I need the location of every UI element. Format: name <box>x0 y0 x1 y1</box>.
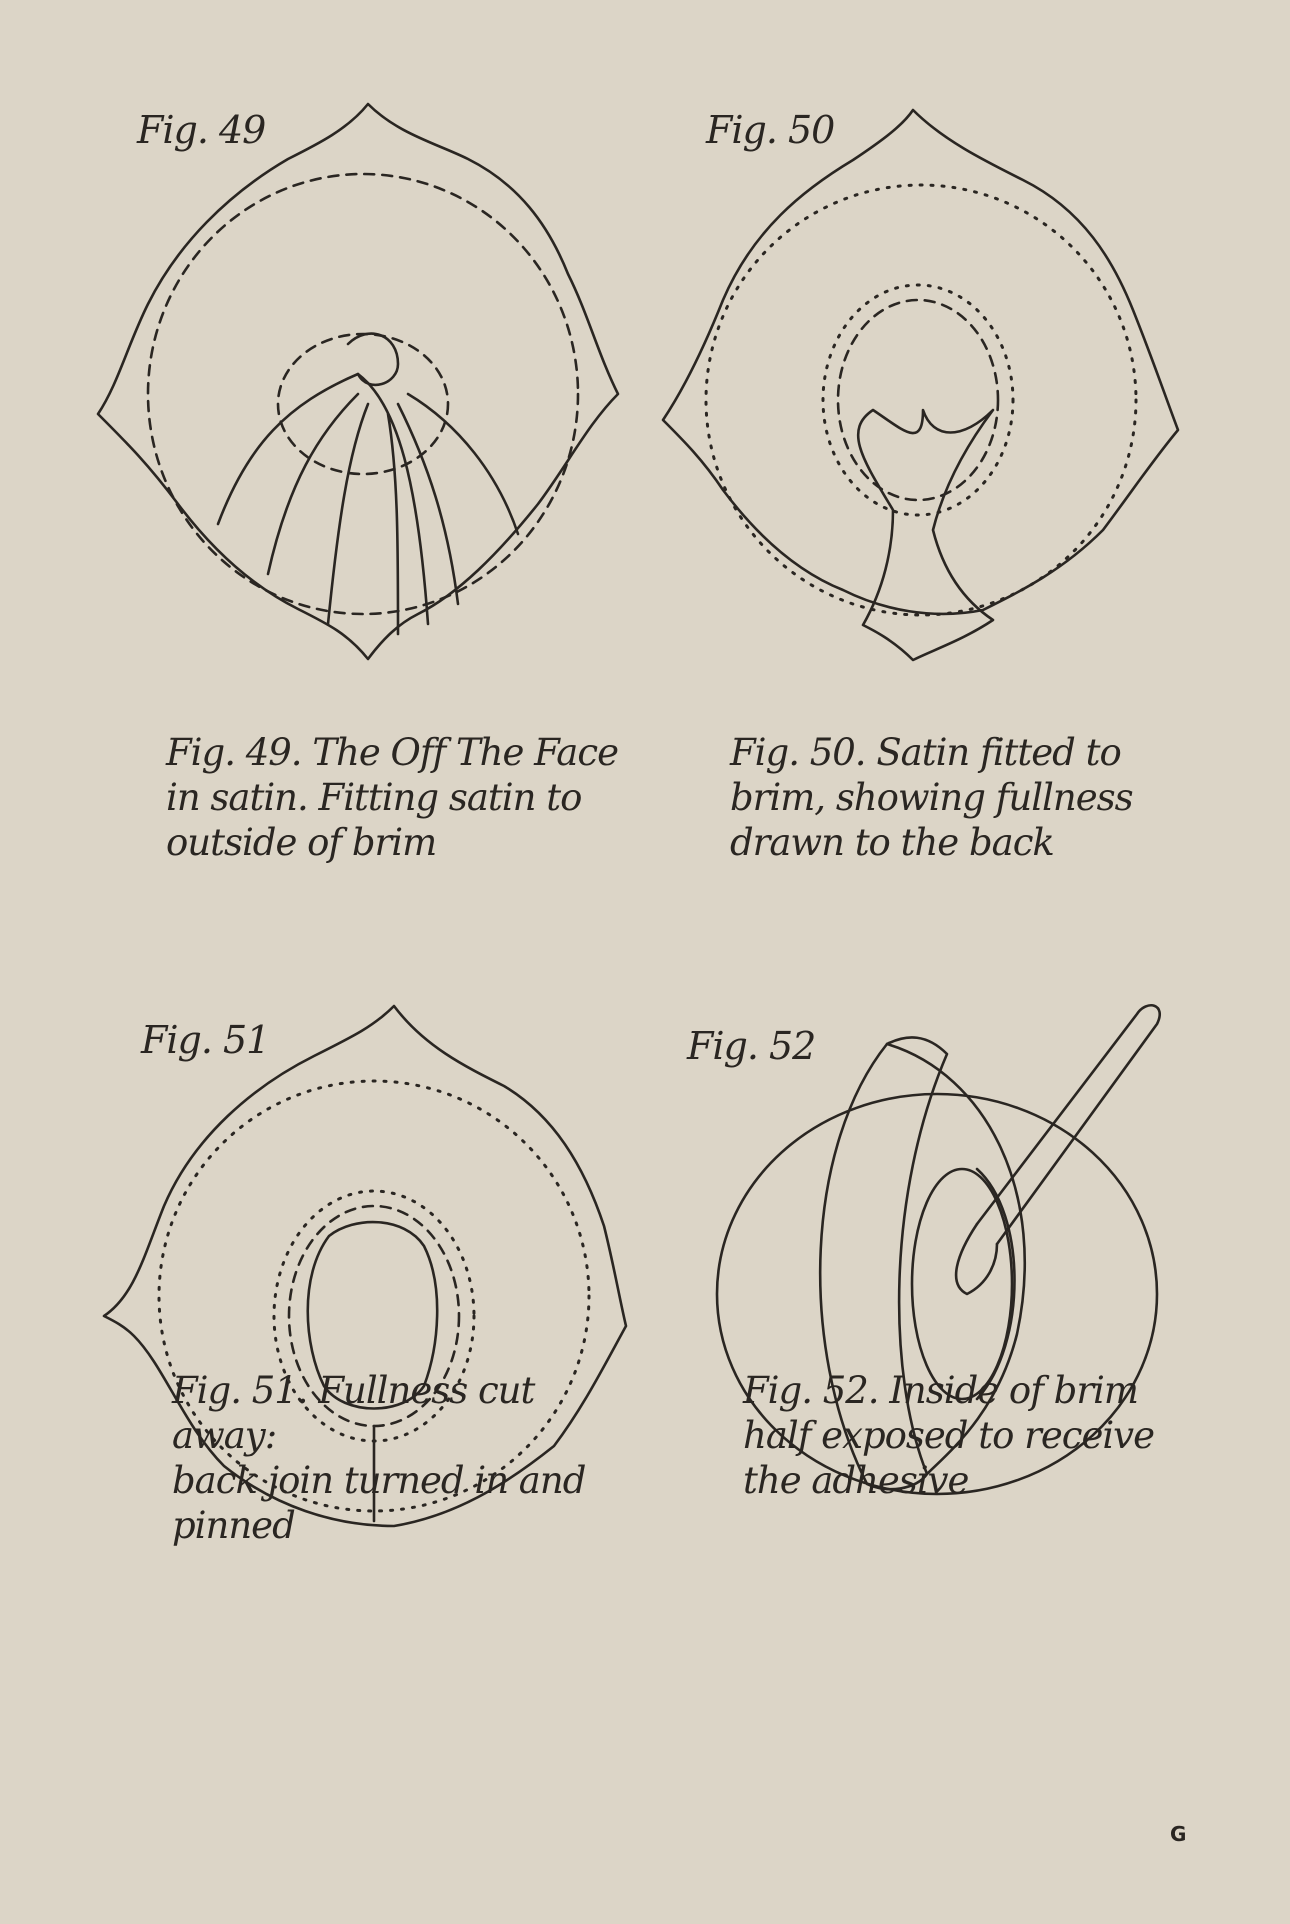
fig-49-illustration <box>96 102 620 664</box>
fig-49-caption: Fig. 49. The Off The Face in satin. Fitt… <box>166 730 626 865</box>
caption-line: pinned <box>172 1504 296 1547</box>
caption-line: back join turned in and <box>172 1459 586 1502</box>
fig-52-illustration <box>687 994 1184 1504</box>
caption-line: outside of brim <box>166 821 437 864</box>
fig-51-caption: Fig. 51. Fullness cut away: back join tu… <box>172 1368 632 1548</box>
fig-50-label: Fig. 50 <box>706 108 835 152</box>
caption-line: the adhesive <box>743 1459 969 1502</box>
caption-line: drawn to the back <box>730 821 1055 864</box>
fig-51-label: Fig. 51 <box>141 1018 270 1062</box>
caption-line: Fig. 49. The Off The Face <box>166 731 619 774</box>
caption-line: brim, showing fullness <box>730 776 1134 819</box>
signature-mark: G <box>1170 1822 1187 1846</box>
caption-line: Fig. 52. Inside of brim <box>743 1369 1139 1412</box>
caption-line: Fig. 50. Satin fitted to <box>730 731 1122 774</box>
fig-49-label: Fig. 49 <box>137 108 266 152</box>
caption-line: in satin. Fitting satin to <box>166 776 582 819</box>
fig-50-caption: Fig. 50. Satin fitted to brim, showing f… <box>730 730 1190 865</box>
caption-line: Fig. 51. Fullness cut away: <box>172 1369 535 1457</box>
caption-line: half exposed to receive <box>743 1414 1155 1457</box>
fig-52-label: Fig. 52 <box>687 1024 816 1068</box>
fig-52-caption: Fig. 52. Inside of brim half exposed to … <box>743 1368 1203 1503</box>
fig-50-illustration <box>661 108 1180 663</box>
fig-51-illustration <box>102 1004 628 1528</box>
